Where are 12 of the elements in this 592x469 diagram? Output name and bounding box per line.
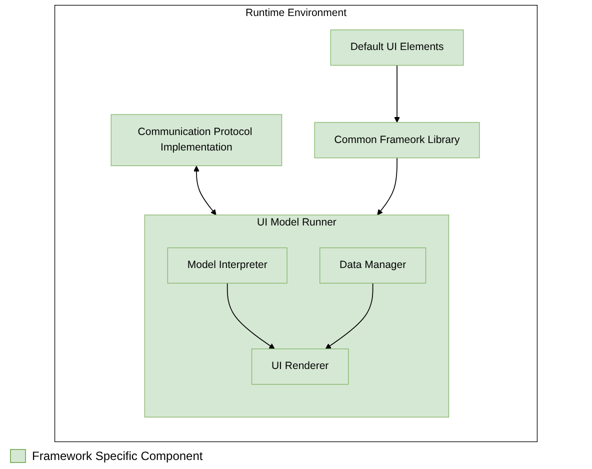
arrow xyxy=(377,157,398,216)
node-box: Default UI Elements xyxy=(330,30,464,66)
legend-text: Framework Specific Component xyxy=(32,449,203,463)
arrow xyxy=(325,282,374,350)
node-box: Communication Protocol Implementation xyxy=(110,114,282,166)
node-box: Common Frameork Library xyxy=(314,122,480,158)
node-box: Data Manager xyxy=(320,247,426,284)
arrow xyxy=(394,64,400,123)
arrow xyxy=(226,282,275,350)
node-box: UI Renderer xyxy=(251,348,349,385)
arrow xyxy=(194,166,216,216)
node-box: Model Interpreter xyxy=(167,247,288,284)
